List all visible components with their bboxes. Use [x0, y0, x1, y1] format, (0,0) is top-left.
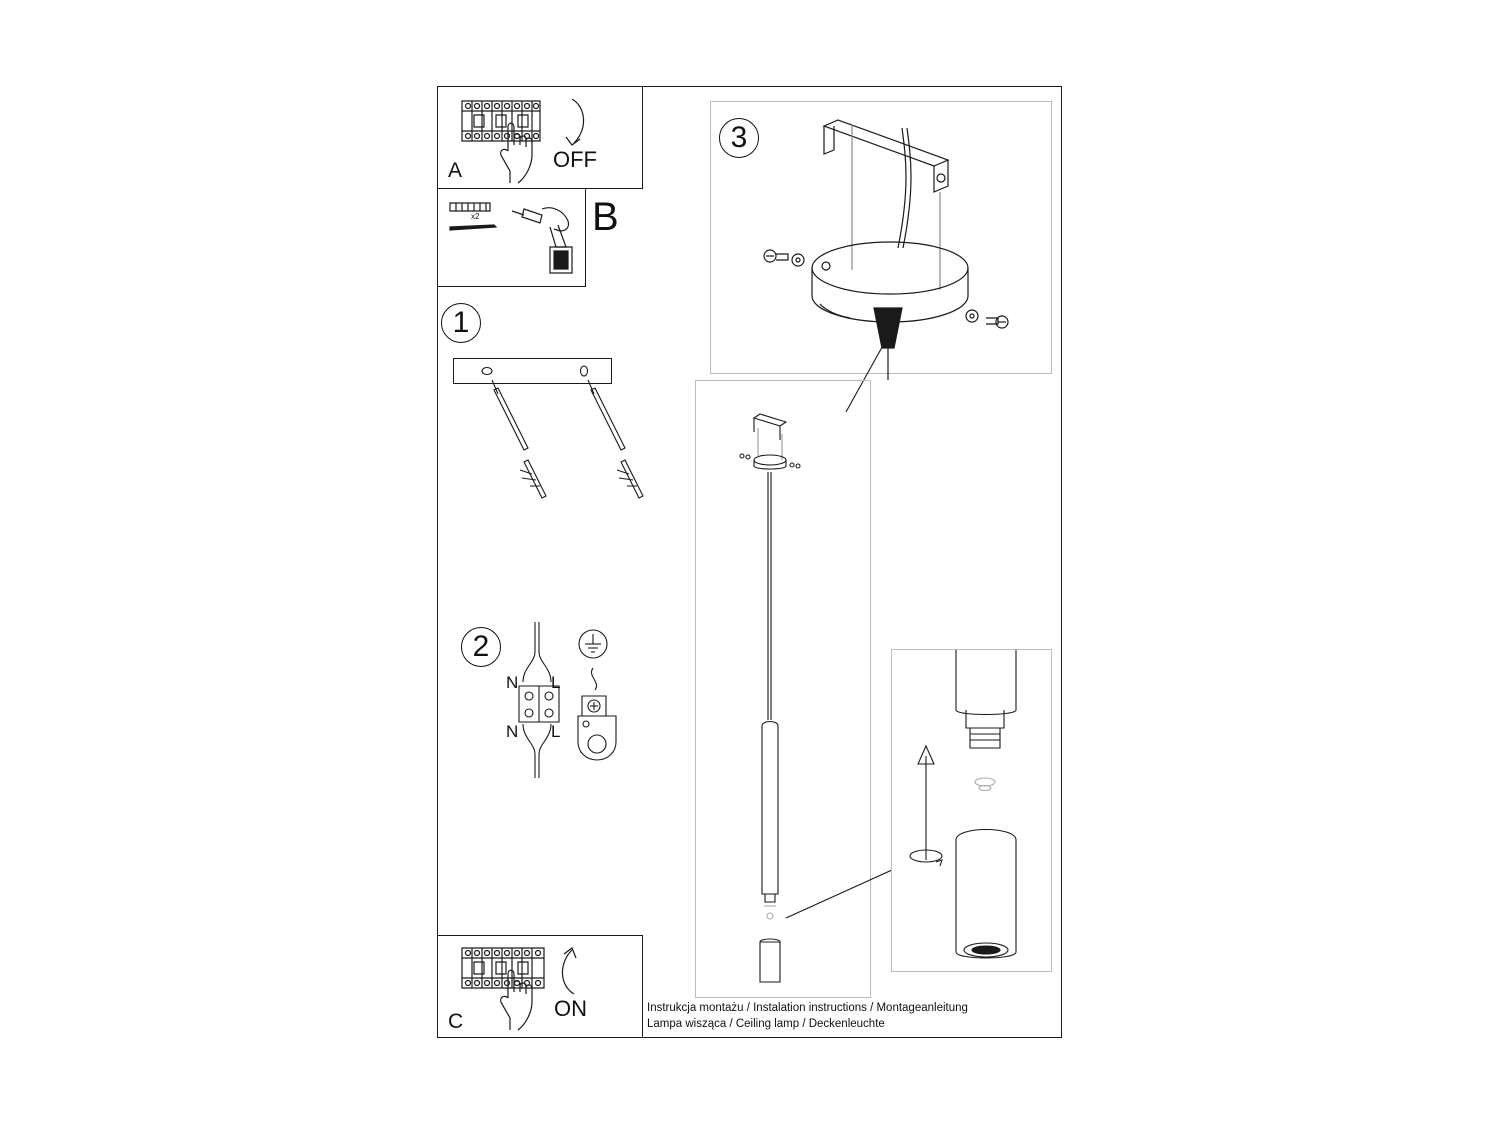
panel-b-label: B	[592, 195, 619, 239]
ceiling-bracket-plate	[453, 358, 612, 384]
panel-a-label: A	[448, 159, 463, 182]
breaker-switch-on-icon	[460, 944, 630, 1034]
step-1-badge: 1	[441, 303, 481, 343]
pendant-lamp-exploded-view	[730, 410, 820, 1000]
instruction-sheet-frame	[437, 86, 1062, 1038]
caption-product-type: Lampa wisząca / Ceiling lamp / Deckenleu…	[647, 1018, 885, 1030]
panel-a-action-text: OFF	[553, 147, 597, 172]
step-3-badge: 3	[719, 118, 759, 158]
neutral-top-label: N	[506, 673, 519, 692]
detail-leader-line-top	[840, 340, 890, 420]
live-bottom-label: L	[551, 722, 561, 741]
terminal-block-wiring-diagram	[516, 620, 566, 780]
power-drill-icon	[510, 199, 580, 279]
panel-c: C ON	[437, 935, 643, 1038]
shade-detail-frame	[891, 649, 1052, 972]
detail-leader-line-bottom	[784, 866, 894, 926]
panel-b: x2 B	[437, 188, 619, 287]
caption-instructions: Instrukcja montażu / Instalation instruc…	[647, 1002, 968, 1014]
quantity-label: x2	[471, 212, 480, 221]
panel-c-action-text: ON	[554, 996, 587, 1021]
lamp-overview-frame	[695, 380, 871, 998]
step-2-badge: 2	[461, 627, 501, 667]
shade-assembly-detail	[900, 650, 1050, 970]
step-3-detail-frame	[710, 101, 1052, 374]
panel-c-label: C	[448, 1010, 464, 1033]
neutral-bottom-label: N	[506, 722, 519, 741]
breaker-switch-off-icon	[460, 97, 630, 187]
drill-holes-and-wall-plugs-diagram	[460, 366, 660, 516]
panel-a: A OFF	[437, 86, 643, 189]
wall-plug-and-screw-icon	[448, 199, 498, 233]
canopy-mounting-detail	[740, 110, 1040, 370]
live-top-label: L	[551, 673, 561, 692]
ground-terminal-icon	[574, 628, 620, 768]
